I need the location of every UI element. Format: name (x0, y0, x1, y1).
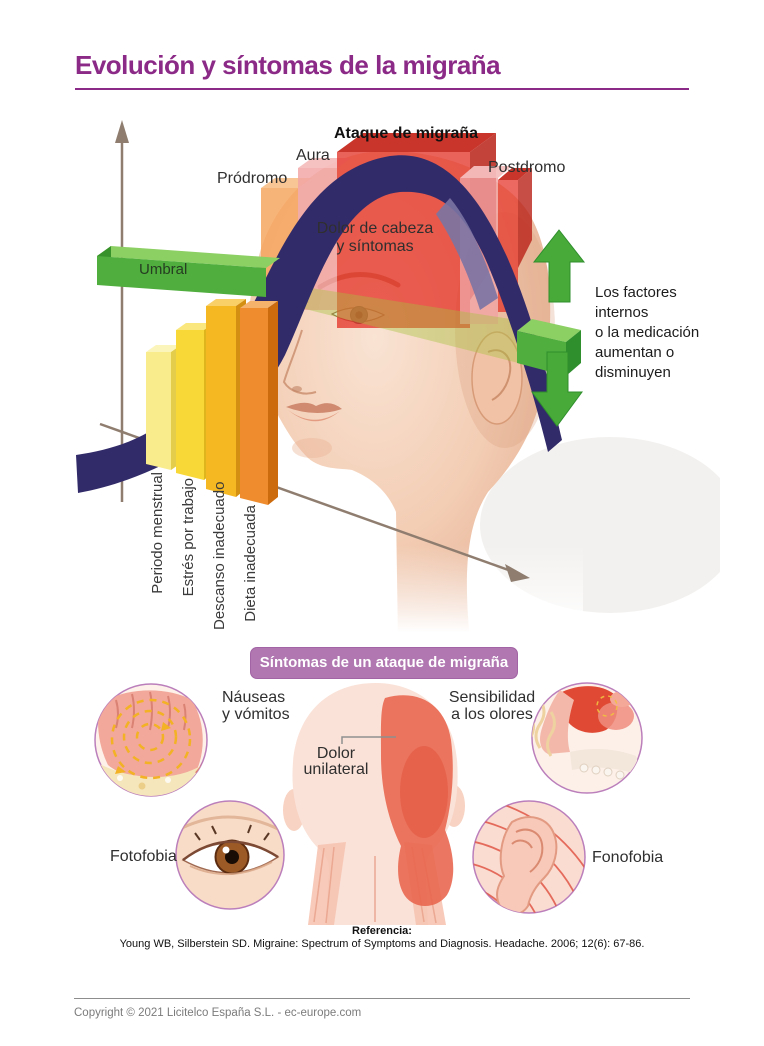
nose (282, 329, 317, 395)
photophobia-illustration (175, 800, 285, 910)
threshold-label: Umbral (139, 261, 188, 278)
bar-periodo-menstrual (146, 345, 181, 470)
lips (286, 402, 342, 422)
copyright-text: Copyright © 2021 Licitelco España S.L. -… (74, 1007, 362, 1019)
curve-inner-face (436, 198, 498, 310)
unilateral-pain-label: Dolor unilateral (303, 745, 369, 778)
postdrome-phase-label: Postdromo (488, 159, 566, 176)
phonophobia-label: Fonofobia (592, 849, 664, 866)
nausea-label: Náuseas y vómitos (222, 689, 290, 723)
nostril (292, 386, 302, 392)
trigger-label-periodo-menstrual: Periodo menstrual (149, 472, 166, 594)
threshold-band-translucent (266, 281, 530, 366)
migraine-evolution-diagram (76, 120, 720, 640)
headache-symptoms-label: Dolor de cabeza y síntomas (316, 220, 434, 255)
y-axis-arrowhead (115, 120, 129, 143)
trigger-label-descanso: Descanso inadecuado (211, 481, 228, 630)
symptoms-banner: Síntomas de un ataque de migraña (250, 647, 518, 679)
trigger-bars (146, 299, 278, 505)
down-arrow (531, 351, 583, 427)
x-axis-arrowhead (505, 564, 530, 582)
page-title: Evolución y síntomas de la migraña (75, 50, 501, 80)
trigger-label-estres: Estrés por trabajo (180, 478, 197, 597)
aura-phase-label: Aura (296, 147, 330, 164)
smell-sensitivity-label: Sensibilidad a los olores (448, 689, 536, 723)
nausea-illustration (94, 683, 208, 797)
up-arrow (532, 229, 586, 303)
pain-leader-line (341, 736, 396, 744)
prodrome-phase-label: Pródromo (217, 170, 288, 187)
back-head-illustration (283, 683, 465, 925)
attack-phase-label: Ataque de migraña (334, 125, 479, 142)
reference-citation: Young WB, Silberstein SD. Migraine: Spec… (119, 938, 645, 950)
footer-divider (74, 998, 690, 999)
ear (471, 331, 523, 425)
title-underline (75, 88, 689, 90)
ear-fold (487, 349, 512, 401)
nausea-spiral-arrows (110, 698, 192, 780)
symptoms-illustrations (94, 682, 643, 925)
head-fade (238, 545, 583, 640)
smell-illustration (531, 682, 643, 794)
threshold-bar-left (97, 246, 280, 297)
internal-factors-note: Los factores internos o la medicación au… (595, 284, 700, 381)
reference-heading: Referencia: (352, 925, 412, 937)
bar-dieta (240, 301, 278, 505)
photophobia-label: Fotofobia (110, 848, 177, 865)
phonophobia-illustration (472, 800, 586, 914)
trigger-label-dieta: Dieta inadecuada (242, 505, 259, 622)
chin-shade (292, 438, 332, 458)
eyelashes (194, 824, 270, 841)
